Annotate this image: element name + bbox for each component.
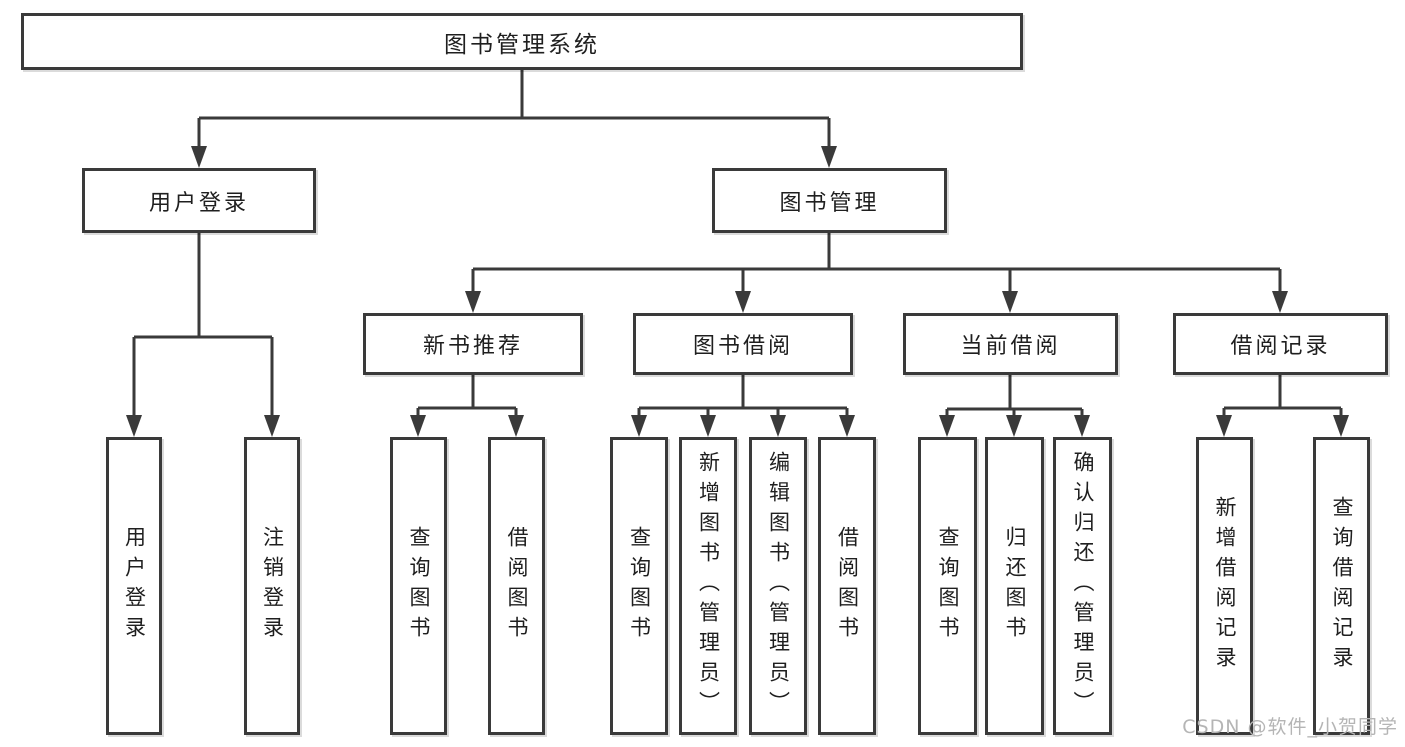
node-query-books-borrowing: 查询图书	[610, 437, 668, 735]
arrow-down-icon	[770, 415, 786, 437]
node-borrowing-records: 借阅记录	[1173, 313, 1388, 375]
node-new-book-recommend: 新书推荐	[363, 313, 583, 375]
node-confirm-return-admin: 确认归还（管理员）	[1053, 437, 1112, 735]
arrow-down-icon	[465, 291, 481, 313]
node-borrow-books-recommend: 借阅图书	[488, 437, 545, 735]
node-query-borrow-record: 查询借阅记录	[1313, 437, 1370, 735]
node-borrow-books-leaf: 借阅图书	[818, 437, 876, 735]
node-add-books-admin: 新增图书（管理员）	[679, 437, 737, 735]
node-library-management-system: 图书管理系统	[21, 13, 1023, 70]
arrow-down-icon	[191, 146, 207, 168]
node-user-login-leaf: 用户登录	[106, 437, 162, 735]
node-logout-leaf: 注销登录	[244, 437, 300, 735]
arrow-down-icon	[1002, 291, 1018, 313]
connector-user-login-children	[126, 233, 280, 437]
arrow-down-icon	[1074, 415, 1090, 437]
node-add-borrow-record: 新增借阅记录	[1196, 437, 1253, 735]
node-edit-books-admin: 编辑图书（管理员）	[749, 437, 807, 735]
node-book-borrowing: 图书借阅	[633, 313, 853, 375]
connector-root-to-level2	[191, 70, 837, 168]
connector-book-borrowing-children	[631, 375, 855, 437]
connector-borrowing-records-children	[1216, 375, 1349, 437]
node-user-login: 用户登录	[82, 168, 316, 233]
node-current-borrowing: 当前借阅	[903, 313, 1118, 375]
arrow-down-icon	[508, 415, 524, 437]
connector-current-borrowing-children	[939, 375, 1090, 437]
arrow-down-icon	[126, 415, 142, 437]
arrow-down-icon	[1333, 415, 1349, 437]
node-return-books: 归还图书	[985, 437, 1044, 735]
arrow-down-icon	[264, 415, 280, 437]
node-book-management: 图书管理	[712, 168, 947, 233]
node-query-books-current: 查询图书	[918, 437, 977, 735]
arrow-down-icon	[1006, 415, 1022, 437]
arrow-down-icon	[700, 415, 716, 437]
arrow-down-icon	[410, 415, 426, 437]
arrow-down-icon	[735, 291, 751, 313]
node-query-books-recommend: 查询图书	[390, 437, 447, 735]
arrow-down-icon	[1272, 291, 1288, 313]
connector-book-management-children	[465, 233, 1288, 313]
arrow-down-icon	[839, 415, 855, 437]
csdn-watermark: CSDN @软件_小贺同学	[1182, 716, 1398, 738]
arrow-down-icon	[821, 146, 837, 168]
connector-new-book-children	[410, 375, 524, 437]
arrow-down-icon	[1216, 415, 1232, 437]
arrow-down-icon	[631, 415, 647, 437]
arrow-down-icon	[939, 415, 955, 437]
